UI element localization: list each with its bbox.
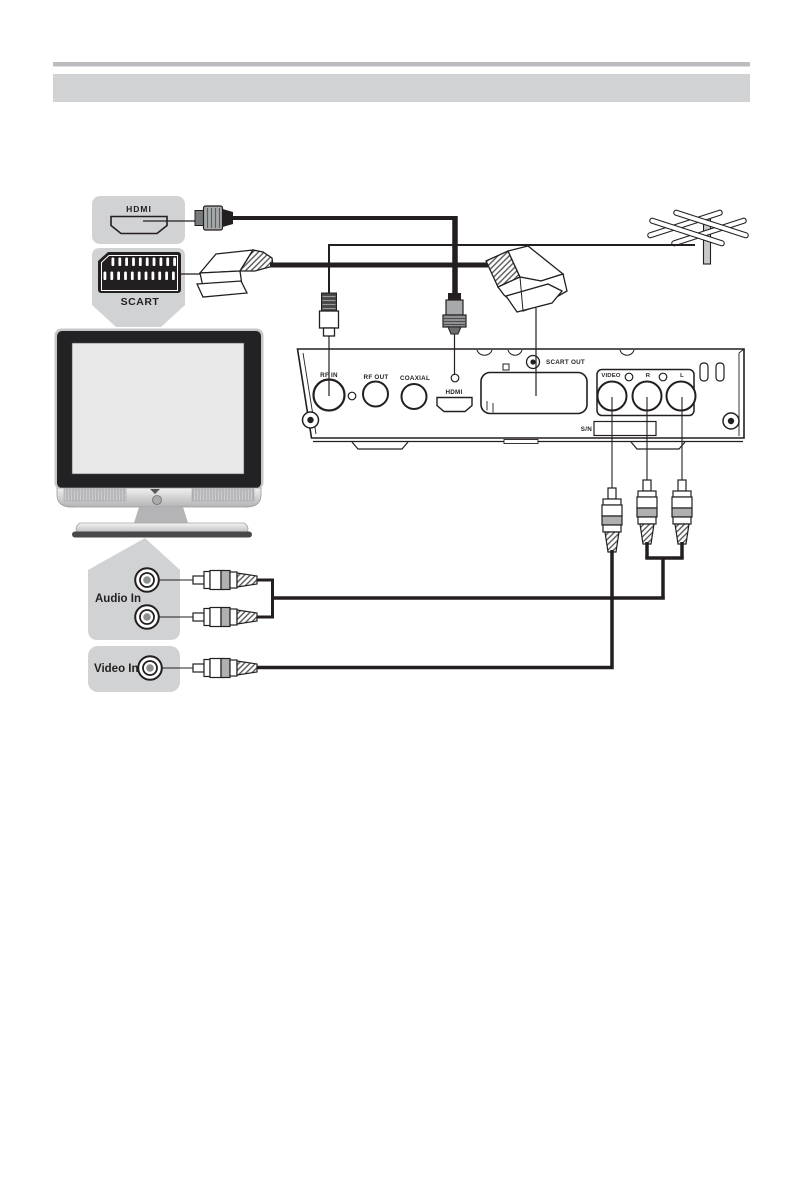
rf-out-label: RF OUT	[364, 374, 389, 381]
video-in-jack	[137, 655, 163, 681]
panel-screw-left	[301, 411, 320, 429]
tv-stand-base	[75, 522, 249, 533]
video-in-rca-plug	[192, 657, 258, 679]
panel-right-corner	[738, 348, 745, 354]
audio-cable	[256, 542, 684, 619]
audio-l-rca-plug	[671, 479, 693, 545]
hdmi-screw-hole	[450, 373, 460, 383]
cables	[159, 205, 695, 679]
scart-plug-right	[485, 245, 568, 313]
serial-plate	[593, 420, 657, 437]
tv-stand-base-bar	[72, 531, 252, 538]
scart-out-port	[480, 371, 588, 415]
scart-socket-icon	[98, 252, 181, 293]
video-in-callout: Video In	[88, 646, 180, 692]
audio-in-rca-plug-1	[192, 569, 258, 591]
video-in-label: Video In	[94, 663, 139, 675]
video-cable	[257, 550, 614, 670]
rf-connector	[318, 292, 340, 337]
antenna-icon	[646, 209, 750, 265]
scart-plug-left	[196, 249, 274, 298]
audio-in-jack-1	[134, 567, 160, 593]
scart-square-mark	[502, 363, 510, 371]
hdmi-port-icon	[110, 215, 168, 235]
audio-in-jack-2	[134, 604, 160, 630]
header-rule	[53, 62, 750, 67]
coaxial-label: COAXIAL	[400, 375, 430, 382]
audio-in-label: Audio In	[95, 593, 141, 605]
av-output-group: VIDEO R L	[596, 368, 697, 417]
audio-l-label: L	[680, 373, 684, 379]
tv-screen	[71, 342, 245, 475]
video-rca-plug	[601, 487, 623, 553]
tv-stand-neck	[133, 507, 189, 526]
panel-screw-right	[722, 412, 740, 430]
hdmi-plug-bottom	[442, 293, 467, 335]
audio-in-box	[88, 538, 180, 640]
audio-r-label: R	[646, 373, 651, 379]
scart-out-label: SCART OUT	[546, 359, 585, 366]
serial-label: S/N	[581, 426, 592, 433]
audio-l-port	[665, 380, 697, 412]
cable-clamp	[699, 362, 725, 382]
panel-top-notch-1	[476, 349, 493, 356]
panel-hdmi-label: HDMI	[445, 389, 462, 396]
coaxial-port	[400, 383, 428, 410]
receiver-rear-panel: RF IN RF OUT COAXIAL HDMI SCART OUT VIDE…	[296, 348, 745, 450]
scart-callout-label: SCART	[121, 296, 160, 308]
rf-out-port	[362, 380, 389, 408]
audio-r-rca-plug	[636, 479, 658, 545]
panel-foot-left	[351, 441, 409, 450]
scart-callout: SCART	[92, 248, 185, 327]
audio-in-rca-plug-2	[192, 606, 258, 628]
tv-power-button	[152, 495, 162, 505]
av-screw-2	[658, 372, 668, 382]
tv	[54, 328, 264, 538]
tv-speaker-left	[63, 488, 127, 502]
tv-indicator-triangle	[150, 489, 160, 494]
panel-small-hole	[347, 391, 357, 401]
hdmi-port	[436, 396, 473, 413]
video-out-label: VIDEO	[601, 373, 621, 379]
panel-foot-right	[630, 441, 686, 450]
audio-in-callout: Audio In	[88, 538, 180, 640]
hdmi-plug-top	[194, 205, 233, 231]
hdmi-callout-label: HDMI	[126, 204, 152, 214]
panel-bottom-slot	[503, 439, 539, 444]
hdmi-callout-box	[92, 196, 185, 244]
panel-top-notch-3	[619, 349, 635, 356]
panel-top-notch-2	[507, 349, 523, 356]
scart-screw	[525, 354, 541, 370]
page-header	[53, 62, 750, 102]
hdmi-callout: HDMI	[92, 196, 197, 244]
antenna-cable	[328, 244, 695, 294]
av-screw-1	[624, 372, 634, 382]
header-band	[53, 74, 750, 102]
tv-speaker-right	[191, 488, 255, 502]
